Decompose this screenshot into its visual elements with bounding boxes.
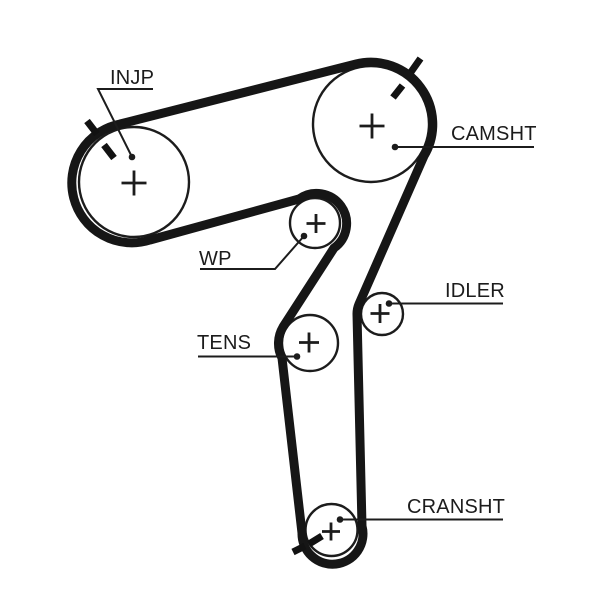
camshaft-timing-mark	[390, 56, 424, 100]
tensioner-center-mark	[299, 332, 319, 353]
injp-center-mark	[121, 170, 147, 196]
injp-leader-line	[96, 88, 153, 158]
tensioner-leader-dot	[293, 353, 301, 360]
crankshaft-leader-dot	[336, 516, 344, 523]
crankshaft-timing-mark	[291, 533, 324, 556]
injp-leader-dot	[128, 153, 136, 161]
camshaft-label: CAMSHT	[451, 123, 537, 145]
idler-label: IDLER	[445, 280, 505, 302]
waterpump-leader-dot	[300, 232, 308, 240]
injp-timing-mark	[84, 118, 117, 161]
camshaft-leader-dot	[391, 143, 399, 151]
camshaft-center-mark	[359, 113, 385, 139]
timing-belt	[67, 57, 438, 569]
crankshaft-label: CRANSHT	[407, 496, 505, 518]
idler-leader-dot	[385, 300, 393, 307]
tensioner-label: TENS	[197, 332, 251, 354]
injp-label: INJP	[110, 67, 154, 89]
injp-pulley-circle	[77, 125, 191, 239]
crankshaft-center-mark	[322, 522, 340, 541]
waterpump-leader-line	[200, 235, 305, 270]
waterpump-pulley-circle	[288, 196, 342, 250]
waterpump-center-mark	[306, 214, 326, 233]
waterpump-label: WP	[199, 248, 232, 270]
idler-center-mark	[370, 304, 390, 323]
